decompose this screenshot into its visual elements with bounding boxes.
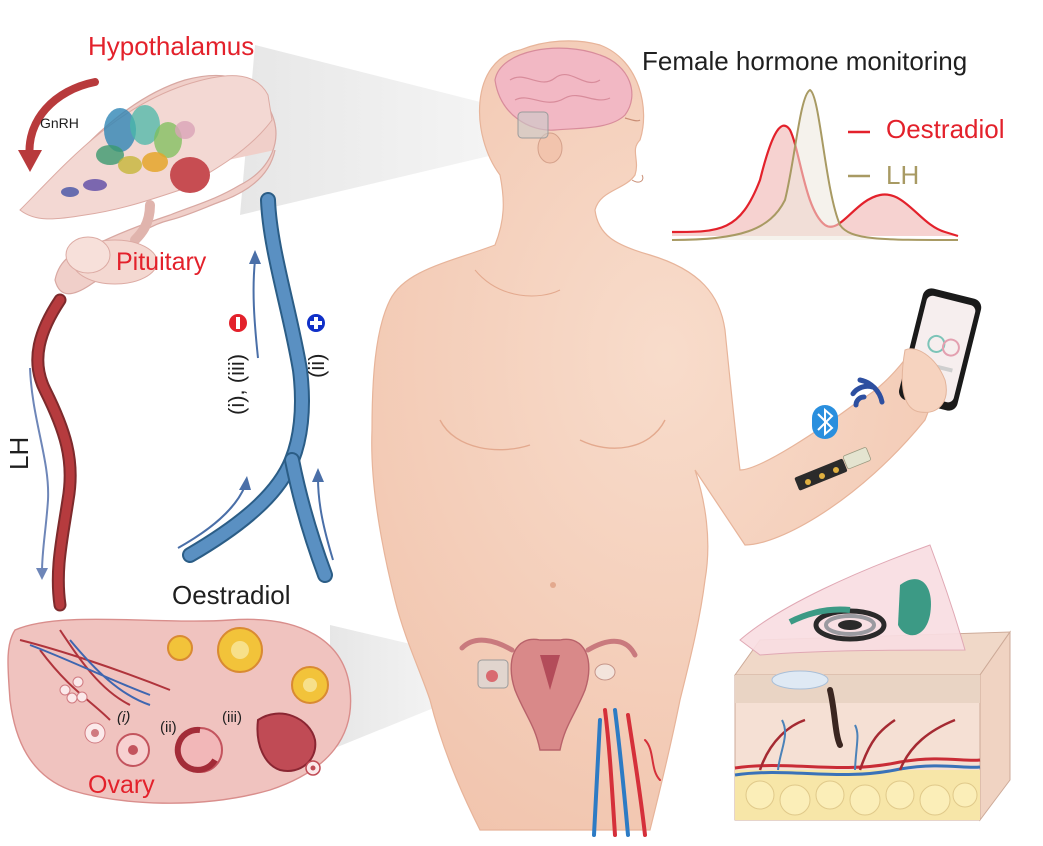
oestradiol-vessel: [177, 192, 334, 583]
follicle-ii-label: (ii): [160, 719, 177, 736]
positive-feedback-label: (ii): [304, 353, 329, 378]
skin-cross-section: [734, 630, 1011, 822]
wifi-signal-icon: [850, 377, 885, 408]
flexible-sensor-icon: [739, 544, 966, 656]
negative-feedback-label: (i), (iii): [224, 353, 249, 415]
lh-artery: [29, 293, 77, 612]
follicle-iii-label: (iii): [222, 709, 242, 726]
oestradiol-pathway-label: Oestradiol: [172, 580, 291, 610]
hormone-chart: [671, 88, 959, 241]
uterus-illustration: [459, 637, 638, 751]
ovary-label: Ovary: [88, 771, 155, 799]
hand: [901, 348, 947, 413]
negative-feedback-badge-icon: [229, 314, 247, 332]
gnrh-arrow-icon: [18, 78, 99, 172]
female-body: [371, 40, 961, 831]
pituitary-label: Pituitary: [116, 248, 207, 276]
hypothalamus-section: [19, 74, 277, 295]
bluetooth-icon: [812, 405, 838, 439]
leg-vessels: [592, 708, 661, 837]
legend-oestradiol: Oestradiol: [886, 114, 1005, 144]
zoom-beam-brain: [240, 45, 548, 215]
positive-feedback-badge-icon: [307, 314, 325, 332]
wearable-patch-icon: [794, 447, 871, 491]
monitoring-title: Female hormone monitoring: [642, 46, 968, 76]
hypothalamus-label: Hypothalamus: [88, 31, 255, 61]
follicle-i-label: (i): [117, 709, 131, 726]
gnrh-label: GnRH: [40, 115, 79, 131]
legend-lh: LH: [886, 160, 920, 190]
lh-axis-label: LH: [4, 436, 34, 470]
ovary-illustration: [7, 618, 352, 804]
